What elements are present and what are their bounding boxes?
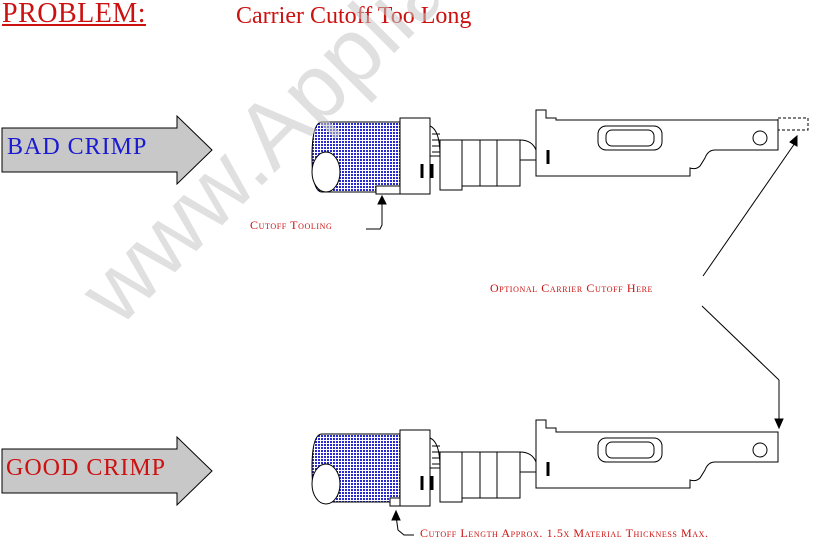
leader-cutoff-tooling <box>366 194 387 230</box>
bad-crimp-terminal <box>311 109 809 195</box>
leader-optional-cutoff-down <box>701 305 784 430</box>
good-crimp-terminal <box>311 419 779 507</box>
bad-crimp-label: BAD CRIMP <box>7 134 148 160</box>
good-crimp-arrow <box>1 435 213 507</box>
page-title: Carrier Cutoff Too Long <box>236 3 472 29</box>
callout-cutoff-length: Cutoff Length Approx. 1.5x Material Thic… <box>420 526 709 540</box>
wire-end <box>311 463 341 505</box>
problem-label: PROBLEM: <box>2 0 147 29</box>
callout-cutoff-tooling: Cutoff Tooling <box>250 218 333 232</box>
bad-crimp-arrow <box>1 114 213 186</box>
leader-cutoff-length <box>391 509 414 536</box>
wire-end <box>311 151 341 193</box>
callout-optional-cutoff: Optional Carrier Cutoff Here <box>490 281 653 295</box>
leader-optional-cutoff-up <box>702 134 798 277</box>
good-crimp-label: GOOD CRIMP <box>6 455 167 481</box>
